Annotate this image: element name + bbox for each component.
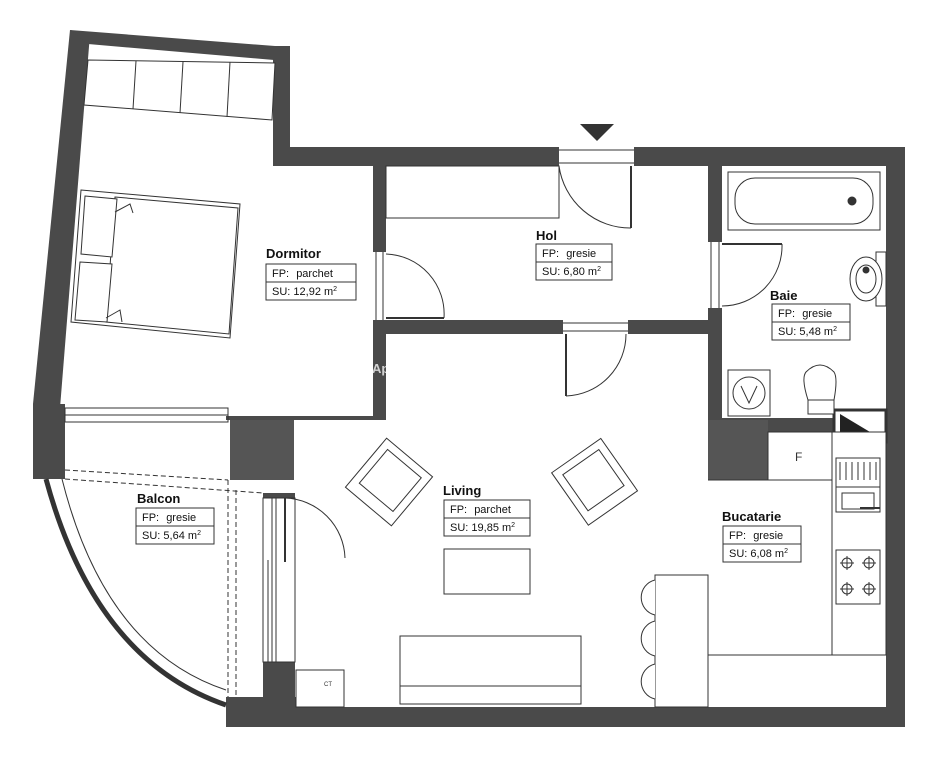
- wall-bedroom-hol-a: [373, 166, 386, 252]
- room-name: Bucatarie: [722, 509, 781, 524]
- wall-bedroom-right-upper: [273, 46, 290, 166]
- watermark-text: Ap...: [372, 361, 400, 376]
- hob: [835, 549, 881, 605]
- svg-text:FP: gresie: FP: gresie: [778, 308, 832, 320]
- wall-hol-living-a: [373, 320, 563, 334]
- wardrobe: [83, 59, 276, 121]
- fridge-label: F: [795, 450, 802, 464]
- svg-text:FP: gresie: FP: gresie: [729, 530, 783, 542]
- kitchen-counter: [708, 431, 887, 656]
- wall-hol-living-b: [628, 320, 722, 334]
- room-hol: Hol FP: gresie SU: 6,80 m2: [535, 228, 613, 281]
- boiler-label: CT: [324, 682, 332, 688]
- sofa: [399, 635, 582, 705]
- column-kitchen: [708, 420, 768, 480]
- svg-text:FP: parchet: FP: parchet: [272, 268, 333, 280]
- wall-bedroom-bottom: [226, 416, 386, 420]
- living-window: [262, 497, 296, 663]
- doors: [284, 149, 783, 562]
- bathtub: [727, 171, 881, 231]
- boiler: [295, 669, 345, 708]
- coffee-table: [443, 548, 531, 595]
- toilet: [803, 364, 837, 415]
- wall-bedroom-hol-b: [373, 320, 386, 420]
- room-living: Living FP: parchet SU: 19,85 m2: [443, 483, 531, 537]
- walls: [33, 30, 905, 727]
- balcony-post-bottom: [226, 697, 296, 727]
- svg-text:SU: 12,92 m2: SU: 12,92 m2: [272, 286, 337, 298]
- wall-hol-bath-b: [708, 308, 722, 420]
- room-name: Hol: [536, 228, 557, 243]
- wall-living-left-lower: [263, 662, 295, 697]
- entrance-marker-icon: [580, 124, 614, 141]
- wall-hol-bath-a: [708, 166, 722, 242]
- wall-bedroom-top: [70, 30, 275, 60]
- column-left: [230, 420, 294, 480]
- room-dormitor: Dormitor FP: parchet SU: 12,92 m2: [265, 246, 357, 301]
- svg-text:SU: 6,80 m2: SU: 6,80 m2: [542, 266, 601, 278]
- room-name: Balcon: [137, 491, 180, 506]
- furniture: [70, 59, 887, 708]
- svg-text:SU: 5,48 m2: SU: 5,48 m2: [778, 326, 837, 338]
- room-name: Living: [443, 483, 481, 498]
- balcony-railing: [43, 478, 227, 708]
- wall-bedroom-left: [33, 30, 90, 408]
- wall-living-left: [263, 493, 295, 498]
- bath-sink: [849, 251, 887, 307]
- wall-top-right: [634, 147, 905, 166]
- balcony-post-top: [33, 404, 65, 479]
- svg-text:FP: gresie: FP: gresie: [542, 248, 596, 260]
- svg-text:FP: gresie: FP: gresie: [142, 512, 196, 524]
- armchair-left: [344, 437, 434, 527]
- wall-right-exterior: [886, 147, 905, 727]
- room-bucatarie: Bucatarie FP: gresie SU: 6,08 m2: [722, 509, 802, 563]
- armchair-right: [550, 437, 639, 526]
- svg-text:SU: 6,08 m2: SU: 6,08 m2: [729, 548, 788, 560]
- svg-text:FP: parchet: FP: parchet: [450, 504, 511, 516]
- wall-bottom: [226, 707, 905, 727]
- svg-text:SU: 19,85 m2: SU: 19,85 m2: [450, 522, 515, 534]
- room-balcon: Balcon FP: gresie SU: 5,64 m2: [135, 491, 215, 545]
- hol-bench: [385, 165, 560, 219]
- bed: [70, 189, 241, 339]
- wall-top-hol: [273, 147, 559, 166]
- svg-text:SU: 5,64 m2: SU: 5,64 m2: [142, 530, 201, 542]
- balcony: [43, 407, 264, 708]
- room-name: Baie: [770, 288, 797, 303]
- room-baie: Baie FP: gresie SU: 5,48 m2: [770, 288, 851, 341]
- washing-machine: [727, 369, 771, 417]
- bar-counter: [640, 574, 709, 708]
- room-name: Dormitor: [266, 246, 321, 261]
